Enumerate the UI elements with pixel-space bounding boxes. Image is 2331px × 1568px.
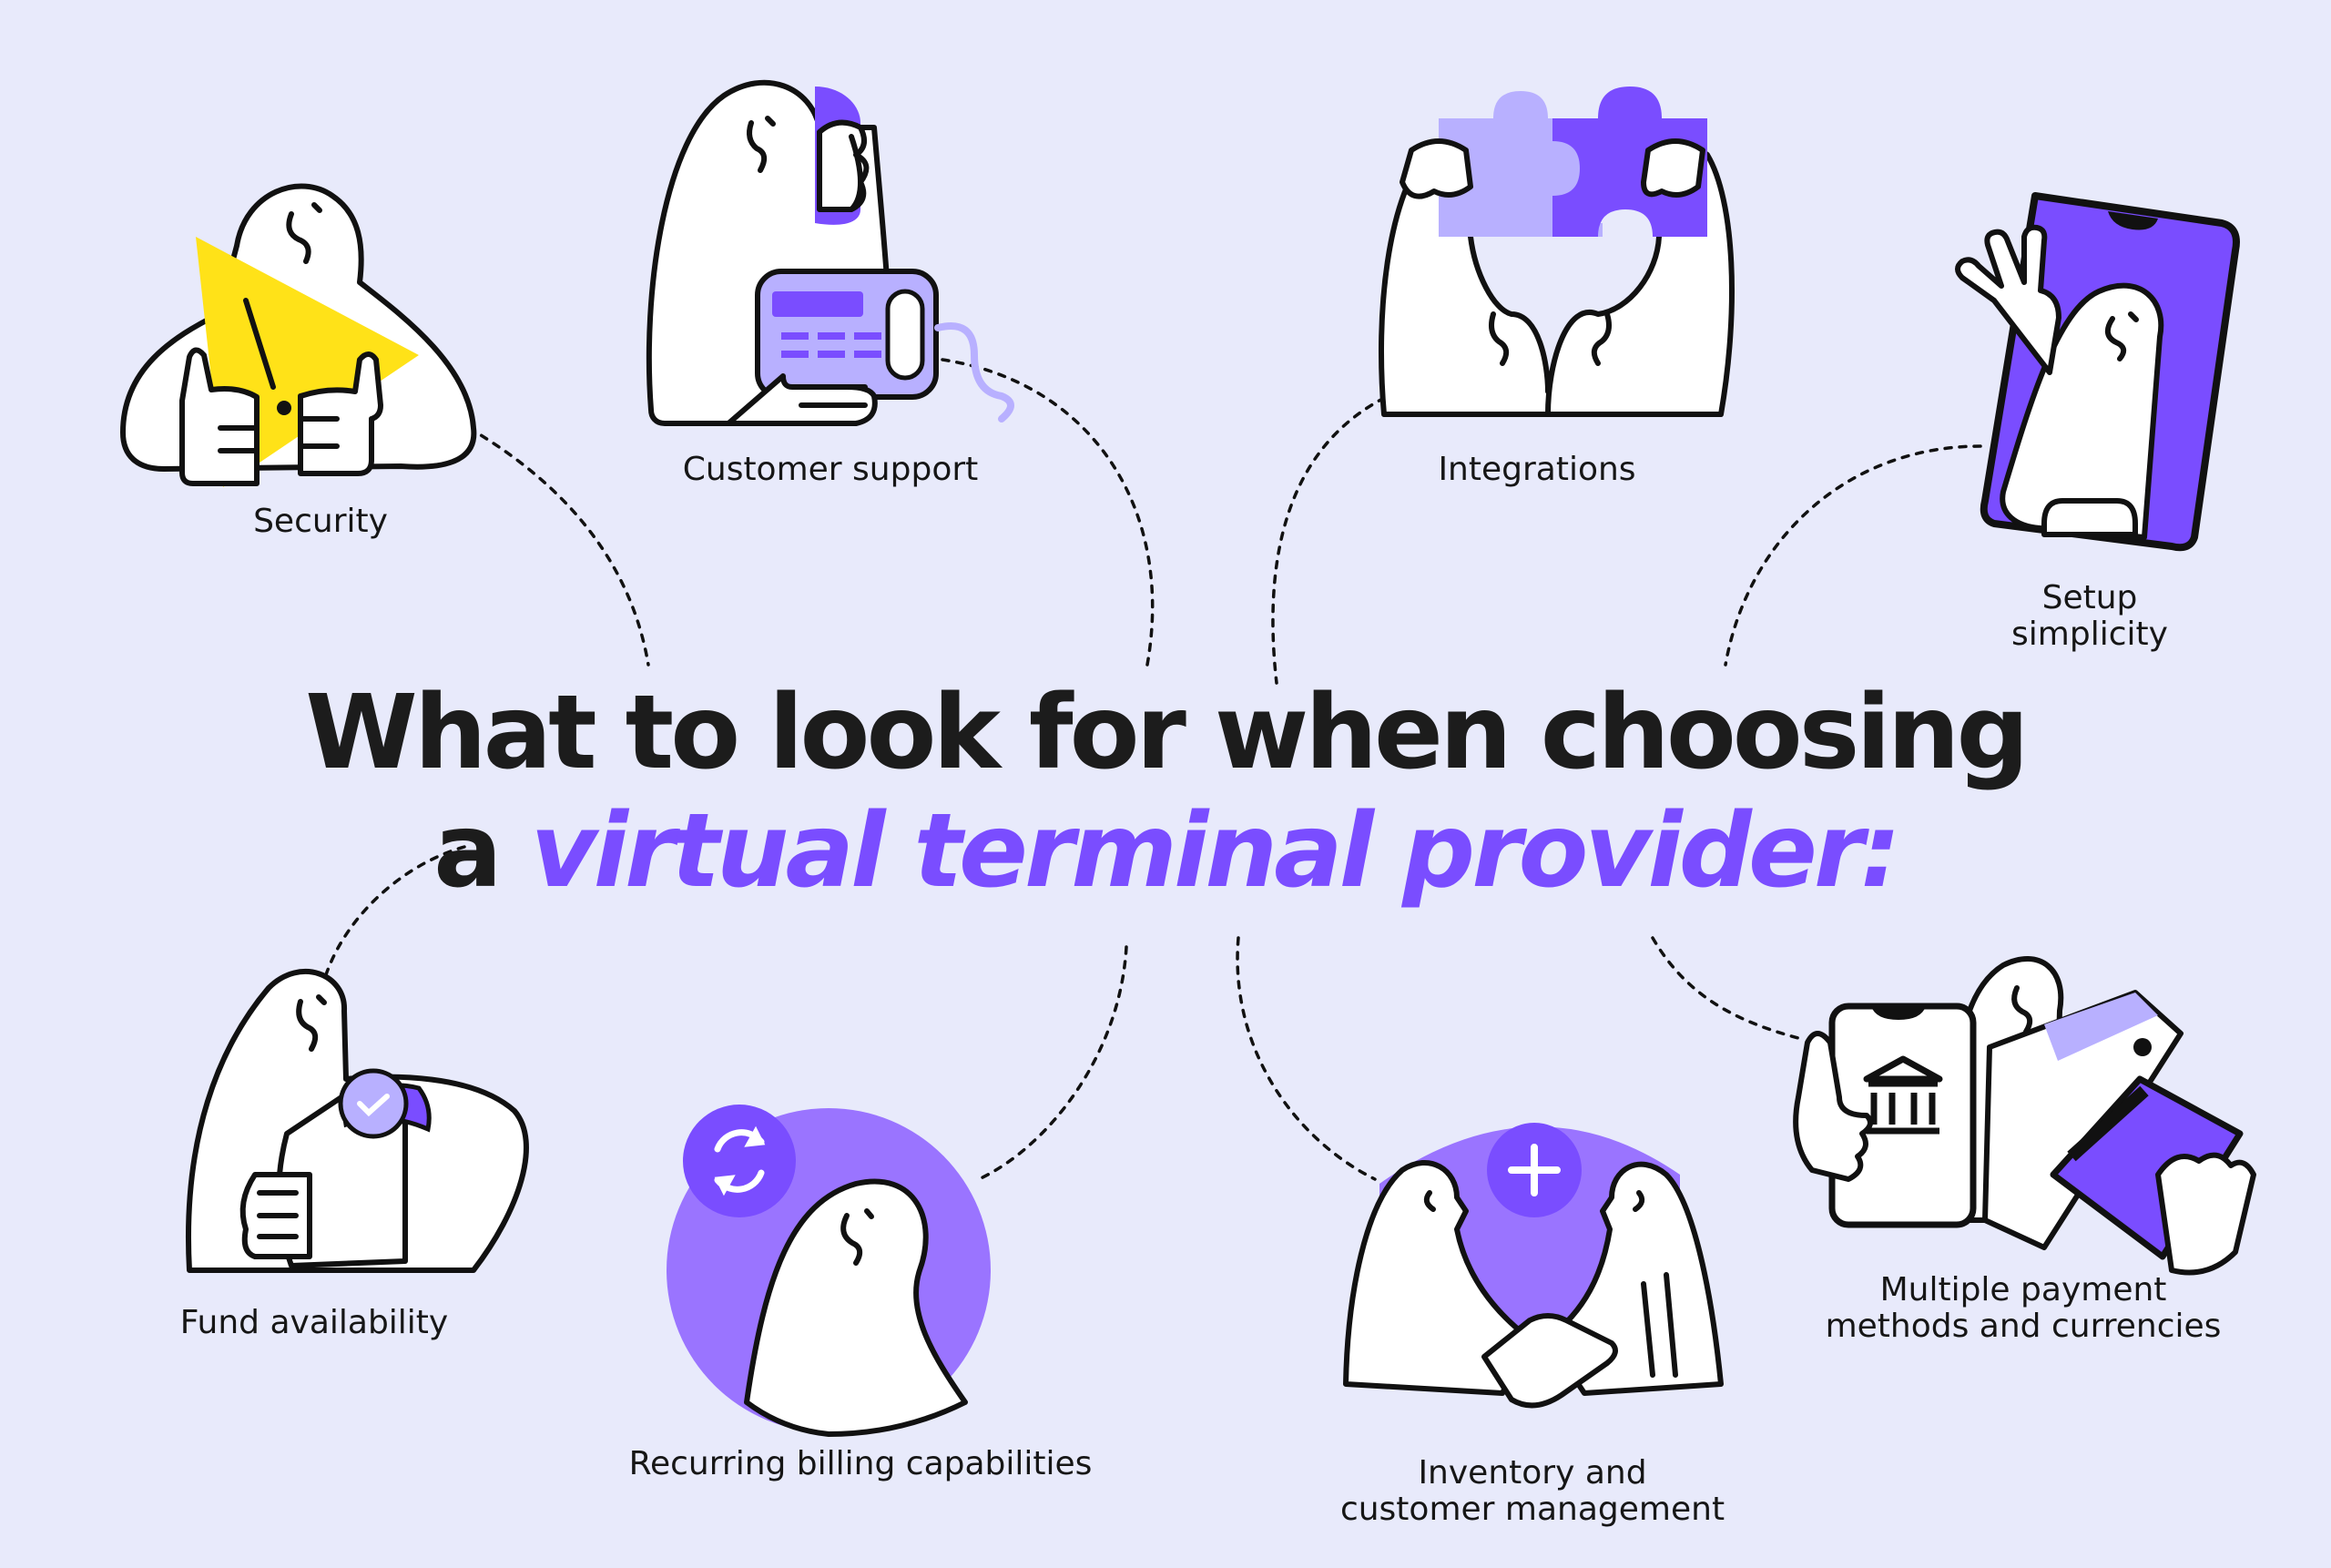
label-inventory-line2: customer management	[1339, 1491, 1725, 1528]
connector-payment	[1651, 936, 1800, 1040]
hand-left	[1400, 138, 1473, 199]
title-prefix: a	[433, 792, 503, 911]
ghost-body	[744, 1178, 968, 1437]
label-inventory-line1: Inventory and	[1418, 1454, 1647, 1492]
label-integrations: Integrations	[1438, 451, 1636, 488]
hand-right	[1641, 138, 1705, 198]
title-accent: virtual terminal provider:	[530, 792, 1901, 911]
label-security: Security	[253, 503, 388, 540]
hand-left	[1793, 1031, 1873, 1182]
integrations-illustration	[1379, 87, 1735, 417]
inventory-illustration	[1343, 1123, 1724, 1409]
label-fund-availability: Fund availability	[179, 1304, 449, 1341]
label-customer-support: Customer support	[682, 451, 979, 488]
connector-security	[467, 426, 650, 667]
label-inventory: Inventory and customer management	[1340, 1455, 1725, 1528]
connector-inventory	[1236, 936, 1377, 1181]
label-payment-methods: Multiple payment methods and currencies	[1826, 1272, 2222, 1345]
handshake-icon	[1481, 1313, 1618, 1409]
label-recurring-billing: Recurring billing capabilities	[628, 1445, 1093, 1482]
page-title-line2: a virtual terminal provider:	[0, 792, 2331, 911]
label-setup-line2: simplicity	[2011, 616, 2168, 653]
watch-icon	[338, 1068, 409, 1139]
waving-hand-icon	[1955, 224, 2061, 375]
setup-simplicity-illustration	[1955, 192, 2240, 552]
fund-availability-illustration	[186, 969, 529, 1273]
connector-integrations	[1271, 390, 1400, 685]
label-setup-line1: Setup	[2041, 579, 2138, 616]
customer-support-illustration	[646, 79, 1014, 426]
refresh-icon	[683, 1105, 796, 1217]
connector-customer-support	[941, 358, 1155, 667]
hand-bottom	[2041, 498, 2138, 537]
connector-setup	[1724, 444, 1982, 667]
payment-methods-illustration	[1793, 956, 2256, 1276]
recurring-billing-illustration	[667, 1105, 991, 1437]
label-payment-line1: Multiple payment	[1879, 1271, 2167, 1308]
page-title: What to look for when choosing	[305, 674, 2029, 792]
label-payment-line2: methods and currencies	[1825, 1308, 2222, 1345]
ghost-left	[1343, 1159, 1532, 1396]
connector-recurring	[977, 945, 1128, 1181]
label-setup-simplicity: Setup simplicity	[2011, 580, 2168, 653]
hand-right	[2155, 1152, 2256, 1276]
security-illustration	[120, 183, 477, 487]
connector-lines	[321, 358, 1982, 1181]
connector-fund	[321, 845, 466, 985]
puzzle-piece-right-icon	[1552, 87, 1707, 237]
